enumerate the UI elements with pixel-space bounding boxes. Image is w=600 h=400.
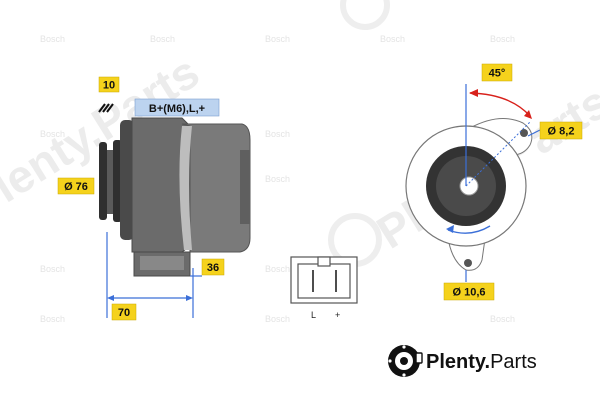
tag-36: 36 [201, 258, 225, 276]
angle-arc [469, 92, 531, 117]
size-70-label: 70 [118, 307, 130, 319]
alternator-front-view [405, 84, 541, 282]
tag-terminals: B+(M6),L,+ [134, 98, 220, 117]
size-36-label: 36 [207, 262, 219, 274]
watermark-text: Bosch [490, 314, 515, 324]
watermark-text: Bosch [265, 264, 290, 274]
watermark-text: Bosch [490, 34, 515, 44]
connector-key [317, 256, 331, 267]
watermark-text: Bosch [150, 34, 175, 44]
watermark-text: Bosch [265, 129, 290, 139]
alternator-side-view [98, 103, 251, 318]
connector-l-label: L [311, 310, 316, 320]
housing-highlight [179, 126, 192, 250]
hole-8-2-label: Ø 8,2 [548, 126, 575, 138]
watermark-text: Bosch [40, 264, 65, 274]
watermark-text: Bosch [265, 34, 290, 44]
upper-mount-hole [520, 129, 528, 137]
shaft-nut [459, 176, 479, 196]
tag-10-label: 10 [103, 80, 115, 92]
angle-arrow-head [524, 110, 532, 119]
diameter-76-label: Ø 76 [64, 181, 88, 193]
mounting-foot-highlight [140, 256, 184, 270]
brand-suffix: Parts [490, 351, 537, 373]
connector-inner [297, 263, 351, 299]
arrow-head [186, 295, 193, 301]
brand-logo: Plenty.Parts [388, 345, 537, 377]
pulley-groove [107, 150, 113, 214]
tag-70: 70 [111, 303, 137, 321]
dimension-line [527, 129, 541, 137]
rear-cap [240, 150, 250, 224]
hole-10-6-label: Ø 10,6 [452, 287, 485, 299]
watermark-text: Bosch [40, 314, 65, 324]
watermark-text: Bosch [380, 34, 405, 44]
angle-arrow-head [469, 89, 478, 97]
front-fan [120, 120, 134, 240]
pulley-rim [113, 140, 122, 222]
angle-45-label: 45° [489, 68, 506, 80]
connector-plug: L + [290, 256, 358, 320]
watermark-text: Bosch [40, 129, 65, 139]
arrow-head [107, 295, 114, 301]
tag-hole-10-6: Ø 10,6 [443, 282, 495, 301]
svg-text:Plenty.Parts: Plenty.Parts [426, 351, 537, 373]
tag-diameter-76: Ø 76 [57, 177, 95, 195]
watermark-text: Bosch [40, 34, 65, 44]
tag-10: 10 [98, 76, 120, 93]
lower-mount-hole [464, 259, 472, 267]
watermark-text: Bosch [265, 314, 290, 324]
brand-name: Plenty. [426, 351, 490, 373]
pulley-rim [99, 142, 107, 220]
watermark-text: Bosch [265, 174, 290, 184]
terminals-label: B+(M6),L,+ [149, 103, 205, 115]
tag-hole-8-2: Ø 8,2 [539, 121, 583, 140]
watermark-logo [340, 0, 390, 30]
rotation-arrow-head [446, 225, 454, 233]
thread-hatch-icon [98, 103, 114, 113]
angle-line [465, 121, 531, 187]
brake-disc-icon [388, 345, 423, 377]
tag-angle-45: 45° [481, 63, 513, 82]
rear-housing [181, 123, 251, 253]
connector-plus-label: + [335, 310, 340, 320]
